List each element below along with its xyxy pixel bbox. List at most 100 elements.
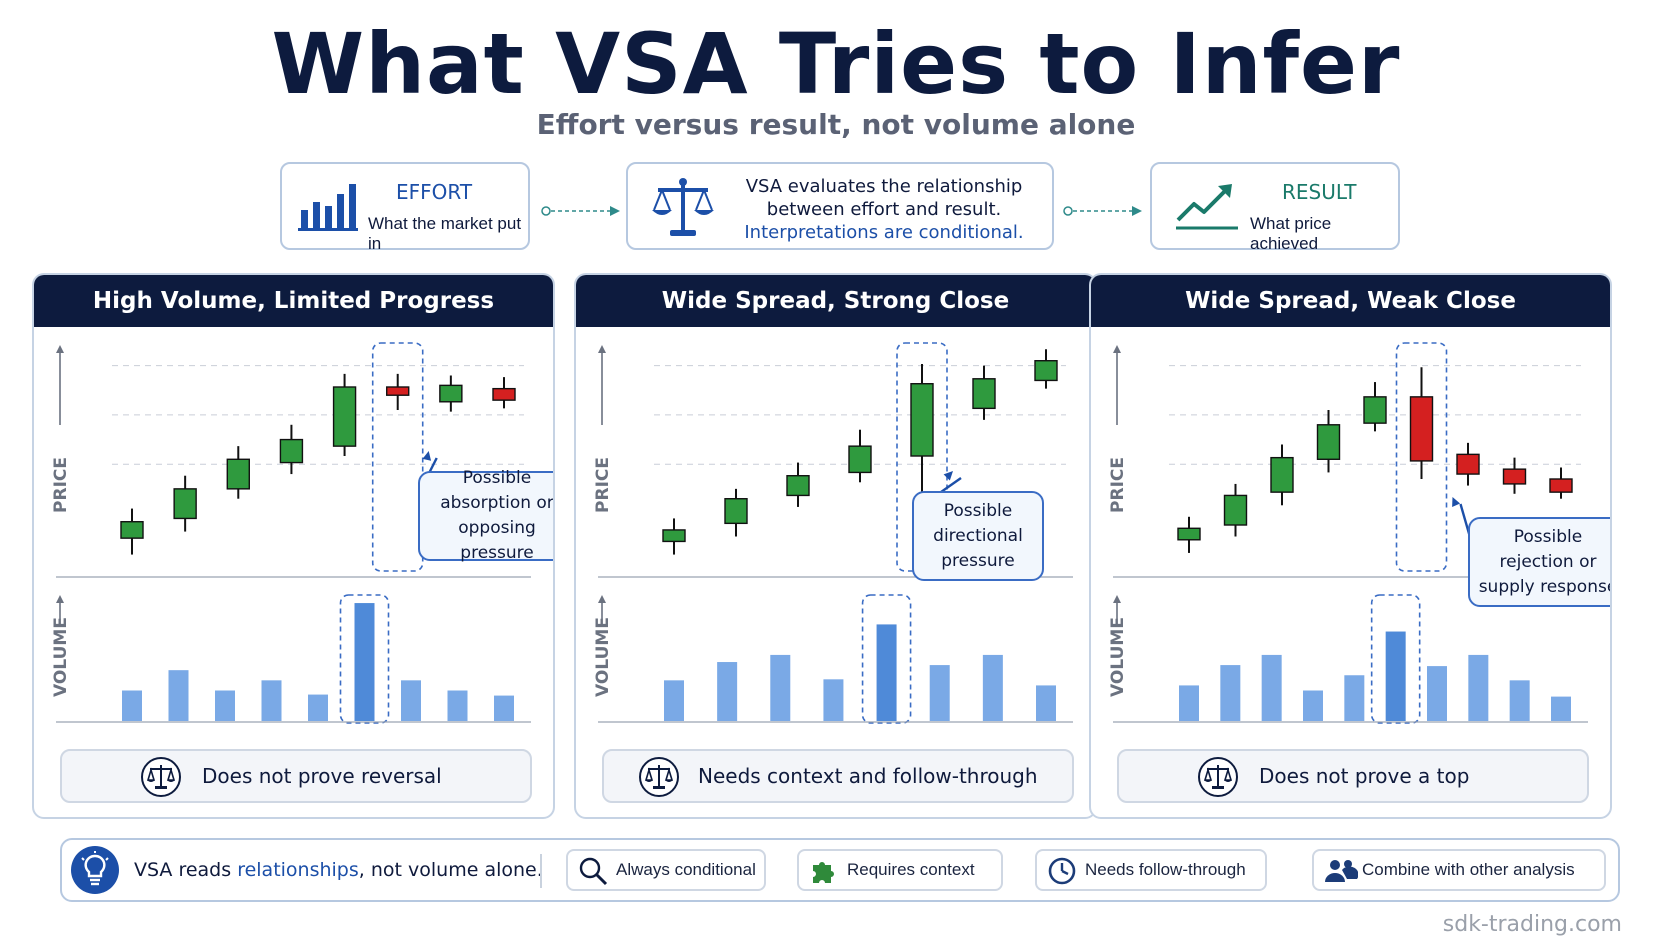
caption-text: Does not prove a top — [1259, 764, 1470, 788]
panel-title: Wide Spread, Weak Close — [1091, 275, 1610, 327]
note-line: absorption or — [440, 493, 554, 513]
effort-subtitle: What the market put in — [368, 214, 522, 253]
candle — [386, 373, 410, 410]
note-text: Possible directional pressure — [933, 499, 1023, 574]
candle — [1177, 516, 1201, 553]
center-line-3: Interpretations are conditional. — [744, 222, 1024, 243]
volume-bar — [354, 603, 375, 721]
volume-axis-arrow — [598, 595, 606, 603]
candle — [226, 446, 250, 499]
pill-label: Always conditional — [616, 860, 756, 879]
footer-bar: VSA reads relationships, not volume alon… — [60, 838, 1620, 902]
highlight-box — [896, 342, 948, 572]
vsa-center-box: VSA evaluates the relationship between e… — [626, 162, 1054, 250]
volume-bar — [1220, 665, 1241, 721]
effort-box: EFFORT What the market put in — [280, 162, 530, 253]
candle — [173, 475, 197, 532]
volume-bar — [1179, 685, 1199, 721]
pill-label: Needs follow-through — [1085, 860, 1246, 879]
center-line-2: between effort and result. — [766, 199, 1002, 220]
volume-bar — [823, 679, 844, 721]
price-axis-arrow — [1113, 345, 1121, 353]
candle — [662, 518, 686, 555]
lightbulb-icon — [71, 846, 119, 894]
effort-title: EFFORT — [396, 180, 473, 204]
candle — [1363, 382, 1387, 432]
volume-bar — [122, 690, 142, 721]
note-line: Possible — [1513, 526, 1583, 547]
footer-lead-after: , not volume alone. — [358, 859, 543, 881]
candle — [1502, 457, 1527, 494]
volume-bar — [1551, 696, 1571, 721]
candle — [972, 365, 996, 420]
panel-title: Wide Spread, Strong Close — [576, 275, 1095, 327]
volume-bar — [1344, 675, 1365, 721]
volume-bar — [1385, 631, 1406, 721]
people-icon — [1325, 860, 1358, 882]
pill-needs-follow-through: Needs follow-through — [1035, 849, 1267, 891]
pill-always-conditional: Always conditional — [566, 849, 766, 891]
volume-bar — [982, 654, 1003, 721]
result-subtitle: What price achieved — [1250, 214, 1332, 253]
panel-caption: Does not prove a top — [1117, 749, 1589, 803]
volume-bar — [1468, 654, 1489, 721]
scale-icon — [652, 178, 714, 236]
volume-bar — [1427, 666, 1447, 721]
pill-combine-analysis: Combine with other analysis — [1312, 849, 1606, 891]
note-line: directional — [933, 525, 1023, 546]
volume-axis-label: VOLUME — [1108, 617, 1128, 697]
candle — [120, 508, 144, 555]
footer-lead: VSA reads relationships, not volume alon… — [134, 840, 543, 900]
candle — [332, 373, 357, 456]
scale-icon — [141, 757, 181, 797]
candle — [439, 375, 463, 412]
caption-icon — [1197, 756, 1239, 802]
volume-bar — [1036, 685, 1056, 721]
caption-icon — [140, 756, 182, 802]
candle — [1456, 442, 1480, 486]
pill-label: Combine with other analysis — [1362, 860, 1575, 879]
price-axis-arrow — [598, 345, 606, 353]
volume-bar — [308, 694, 328, 721]
candle — [1034, 349, 1058, 389]
scale-icon — [639, 757, 679, 797]
panel-caption: Needs context and follow-through — [602, 749, 1074, 803]
center-line-1: VSA evaluates the relationship — [745, 176, 1023, 197]
volume-bar — [1509, 680, 1530, 721]
note-arrow-head — [422, 451, 432, 461]
footer-lead-before: VSA reads — [134, 859, 238, 881]
caption-text: Does not prove reversal — [202, 764, 442, 788]
note-line: Possible — [943, 500, 1013, 521]
caption-text: Needs context and follow-through — [698, 764, 1038, 788]
volume-bar — [664, 680, 684, 721]
volume-axis-label: VOLUME — [51, 617, 71, 697]
volume-bar — [717, 662, 738, 721]
volume-bar — [494, 695, 514, 721]
price-axis-arrow — [56, 345, 64, 353]
volume-bar — [770, 654, 791, 721]
caption-icon — [638, 756, 680, 802]
price-axis-label: PRICE — [593, 457, 613, 513]
pill-label: Requires context — [847, 860, 975, 879]
note-line: pressure — [941, 550, 1015, 571]
scale-icon — [1198, 757, 1238, 797]
result-title: RESULT — [1282, 180, 1357, 204]
volume-axis-label: VOLUME — [593, 617, 613, 697]
note-line: Possible — [462, 468, 532, 488]
flow-arrow-right — [1063, 206, 1142, 216]
result-box: RESULT What price achieved — [1150, 162, 1400, 253]
puzzle-icon — [813, 862, 834, 883]
note-arrow-head — [1452, 497, 1461, 507]
panel-caption: Does not prove reversal — [60, 749, 532, 803]
highlight-box — [1395, 342, 1448, 572]
volume-axis-arrow — [56, 595, 64, 603]
